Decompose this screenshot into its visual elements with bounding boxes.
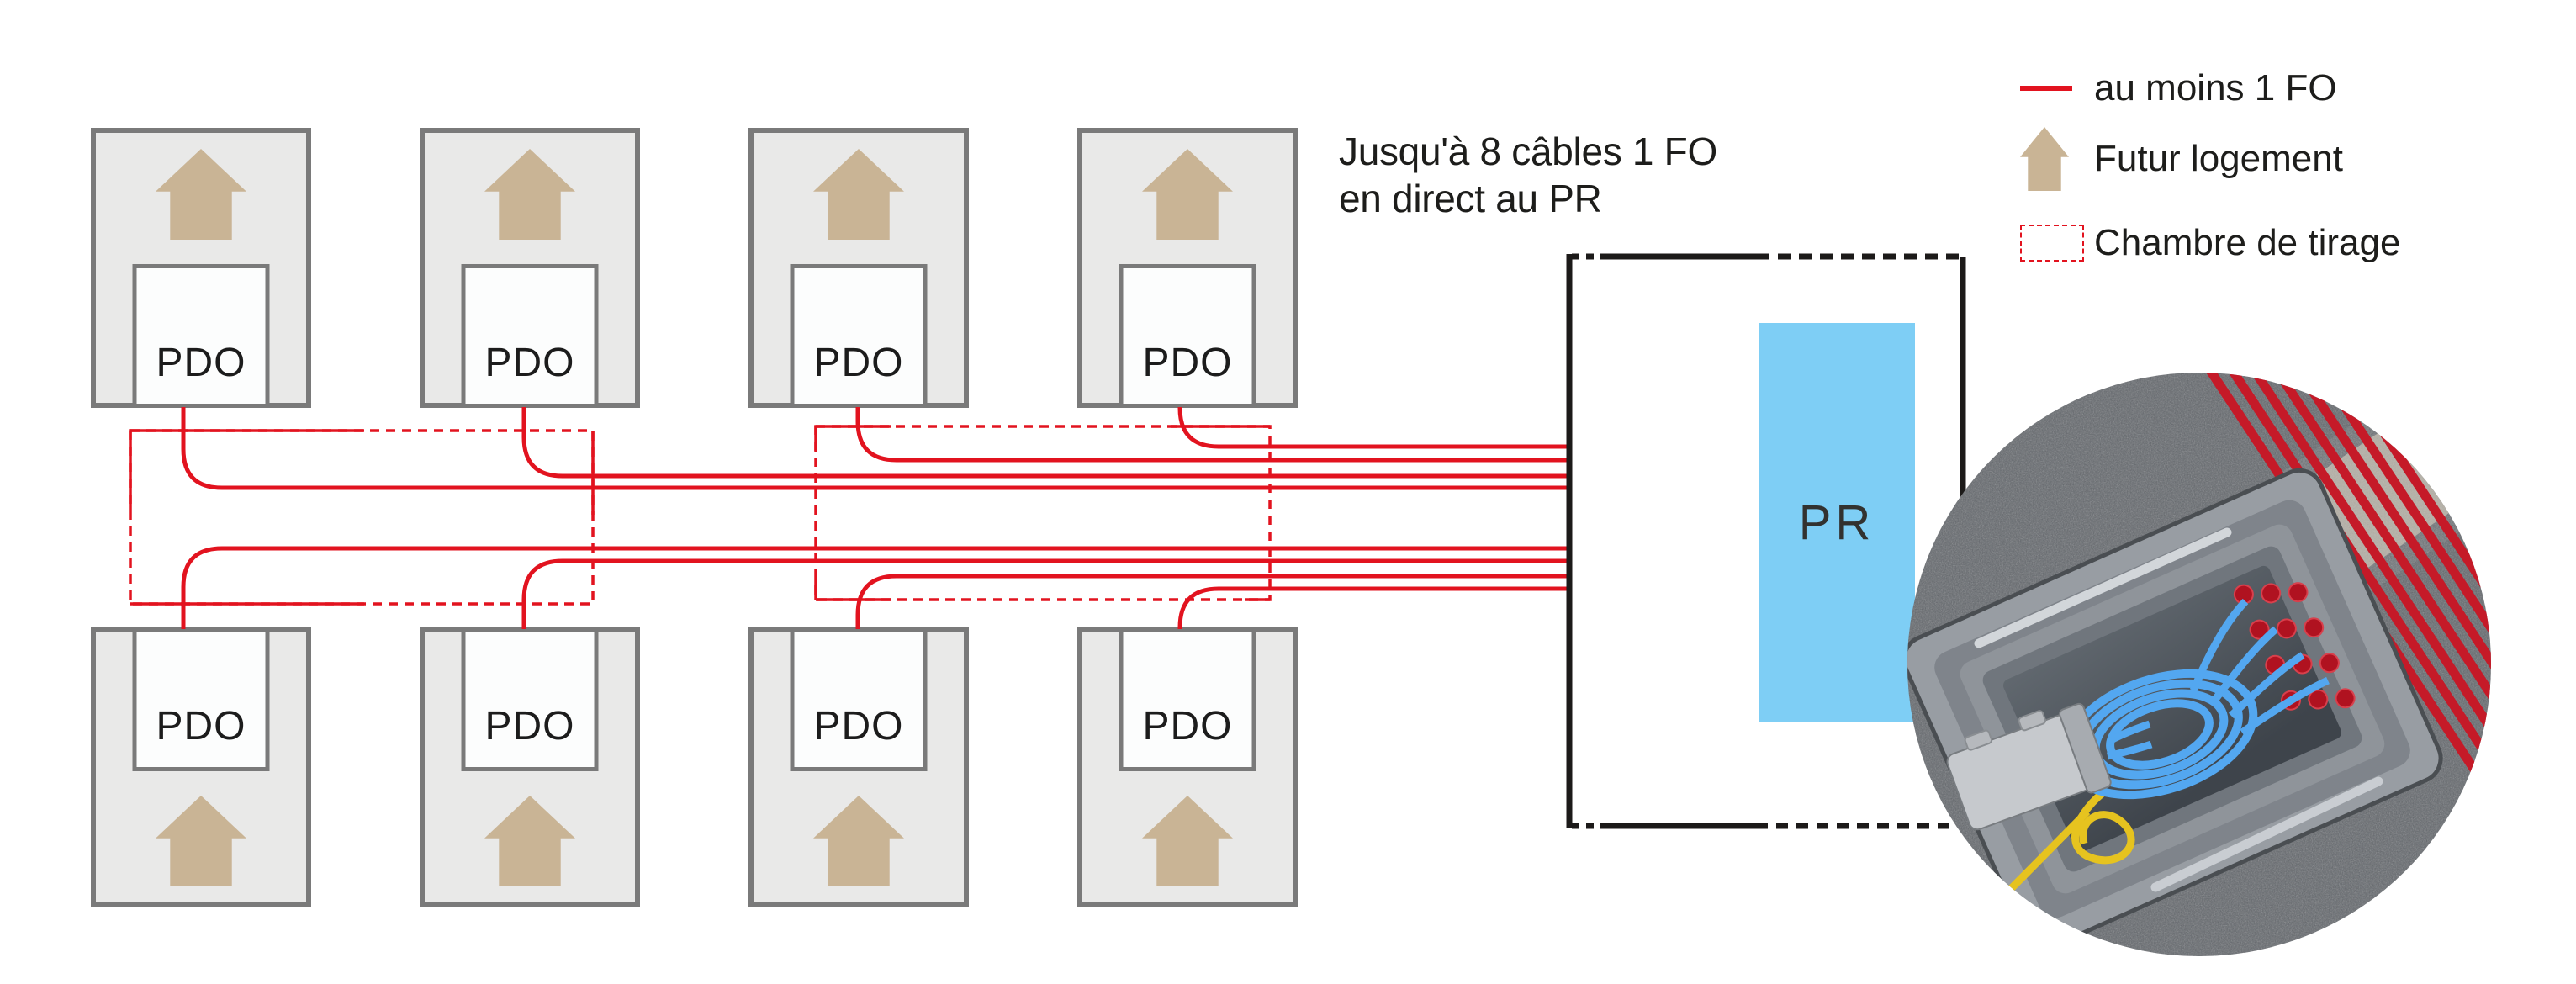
fo-cable-pdo-8 [1177,586,1571,629]
building-futur-logement-1: PDO [91,128,311,408]
building-futur-logement-5: PDO [91,627,311,907]
fo-cable-pdo-6 [521,558,1571,629]
chamber-box [1907,468,2443,950]
red-conduit-caps [2233,582,2356,711]
pdo-label: PDO [813,341,904,385]
pdo-box: PDO [132,627,270,771]
house-arrow-swatch-icon [2020,127,2069,191]
pdo-label: PDO [484,704,575,749]
chambre-de-tirage-1 [129,429,595,606]
chambre-de-tirage-2 [814,425,1272,601]
chamber-handle-top [1974,527,2232,648]
building-futur-logement-4: PDO [1077,128,1298,408]
caption-line1: Jusqu'à 8 câbles 1 FO [1339,130,1717,173]
caption-line2: en direct au PR [1339,177,1602,221]
pdo-box: PDO [1119,627,1256,771]
chamber-handle-bottom [2150,776,2383,892]
red-cable-swatch-icon [2020,86,2072,91]
legend-label-fo: au moins 1 FO [2094,67,2337,108]
legend-row-logement: Futur logement [2020,126,2400,192]
fo-cable-pdo-1 [181,407,1571,490]
caption-8-cables: Jusqu'à 8 câbles 1 FO en direct au PR [1339,128,1717,222]
pdo-label: PDO [813,704,904,749]
building-futur-logement-8: PDO [1077,627,1298,907]
pdo-box: PDO [790,627,928,771]
pdo-box: PDO [790,264,928,408]
legend-swatch-cell [2020,127,2094,191]
pdo-box: PDO [132,264,270,408]
fo-cable-pdo-5 [181,546,1571,629]
legend-label-logement: Futur logement [2094,138,2343,179]
pdo-box: PDO [461,627,599,771]
fo-cable-pdo-4 [1177,407,1571,449]
blue-fiber-strands [2107,598,2330,760]
building-futur-logement-7: PDO [748,627,969,907]
pdo-label: PDO [156,704,246,749]
chamber-dashed-swatch-icon [2020,225,2084,262]
pr-node: PR [1759,323,1915,722]
building-futur-logement-6: PDO [420,627,640,907]
pr-label: PR [1798,495,1875,550]
pdo-label: PDO [1142,341,1233,385]
legend-swatch-cell [2020,86,2094,91]
pdo-label: PDO [1142,704,1233,749]
fo-cable-pdo-7 [855,574,1571,629]
pull-chamber-photo [1907,373,2491,956]
fo-cable-pdo-2 [521,407,1571,479]
legend-label-chambre: Chambre de tirage [2094,222,2401,263]
building-futur-logement-3: PDO [748,128,969,408]
splice-closure [1946,702,2112,831]
legend-row-chambre: Chambre de tirage [2020,210,2400,276]
pdo-label: PDO [484,341,575,385]
pdo-label: PDO [156,341,246,385]
legend-swatch-cell [2020,225,2094,262]
building-futur-logement-2: PDO [420,128,640,408]
legend-row-fo: au moins 1 FO [2020,56,2400,121]
fo-cable-pdo-3 [855,407,1571,463]
pdo-box: PDO [461,264,599,408]
pdo-box: PDO [1119,264,1256,408]
legend: au moins 1 FO Futur logement Chambre de … [2020,56,2400,276]
